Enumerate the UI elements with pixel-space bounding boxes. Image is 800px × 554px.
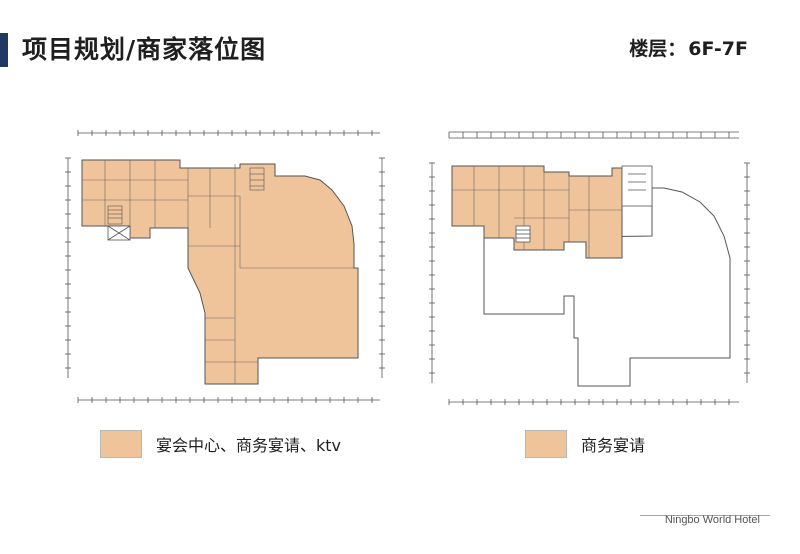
floor-indicator: 楼层：6F-7F xyxy=(627,34,748,61)
stair-core-right xyxy=(515,165,653,243)
interior-walls-left xyxy=(82,160,358,384)
footer-divider xyxy=(640,515,770,516)
legend-label-banquet: 宴会中心、商务宴请、ktv xyxy=(156,436,342,455)
dimension-ticks-right xyxy=(429,132,750,405)
unoccupied-annex-left xyxy=(107,225,131,241)
floor-plan-7f xyxy=(429,131,750,405)
occupied-area-right xyxy=(451,165,623,259)
legend-swatch-business-dining xyxy=(525,430,567,458)
floor-label: 楼层： xyxy=(629,38,687,60)
stair-hatching-left xyxy=(107,167,265,225)
occupied-area-left xyxy=(81,159,359,385)
legend-swatch-banquet xyxy=(100,430,142,458)
floor-value: 6F-7F xyxy=(688,38,748,60)
dimension-ticks-left xyxy=(65,130,385,403)
footer-brand: Ningbo World Hotel xyxy=(664,514,760,526)
legend-right: 商务宴请 xyxy=(525,430,645,458)
page-title: 项目规划/商家落位图 xyxy=(22,35,267,64)
legend-left: 宴会中心、商务宴请、ktv xyxy=(100,430,341,458)
floor-plan-6f xyxy=(65,130,385,403)
legend-label-business-dining: 商务宴请 xyxy=(581,436,646,455)
dimension-lines-right xyxy=(431,131,748,403)
interior-walls-right xyxy=(452,166,622,258)
title-accent-bar xyxy=(0,33,8,67)
